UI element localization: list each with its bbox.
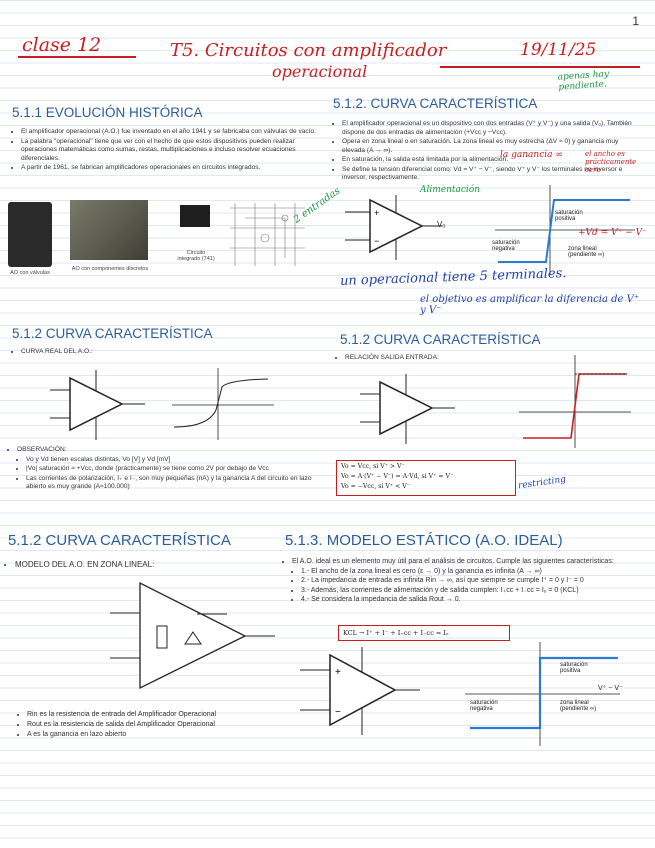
svg-text:−: −: [374, 236, 379, 246]
svg-text:+: +: [374, 208, 379, 218]
slide4-note: restricting: [517, 474, 567, 492]
slide2-sat-neg: saturación negativa: [492, 240, 520, 252]
slide2-bullets: El amplificador operacional es un dispos…: [333, 120, 638, 184]
annotation-apenas: apenas hay pendiente.: [557, 69, 610, 93]
slide6-kcl: KCL → I⁺ + I⁻ + I₊cc + I₋cc = Iₒ: [338, 625, 510, 641]
slide3-opamp-symbol: [50, 370, 145, 440]
slide2-bullet: Se define la tensión diferencial como: V…: [342, 166, 638, 183]
slide3-obs: |Vo| saturación ≈ +Vcc, donde (prácticam…: [26, 465, 313, 474]
slide2-title: 5.1.2. CURVA CARACTERÍSTICA: [333, 96, 538, 111]
svg-text:−: −: [335, 707, 341, 718]
slide4-subtitle: RELACIÓN SALIDA ENTRADA:: [336, 354, 439, 364]
slide6-item: 3.- Además, las corrientes de alimentaci…: [301, 587, 638, 596]
slide1-bullet: La palabra "operacional" tiene que ver c…: [21, 138, 317, 164]
header-underline-left: [18, 56, 136, 58]
slide6-item: 1.- El ancho de la zona lineal es cero (…: [301, 568, 638, 577]
slide6-item: 2.- La impedancia de entrada es infinita…: [301, 577, 638, 586]
svg-text:+: +: [335, 667, 341, 678]
slide5-bullets: Rin es la resistencia de entrada del Amp…: [18, 710, 288, 740]
page-number: 1: [632, 14, 639, 28]
slide2-transfer-curve: [495, 185, 635, 275]
slide4-sub: RELACIÓN SALIDA ENTRADA:: [345, 354, 439, 363]
annotation-alim: Alimentación: [420, 185, 481, 195]
slide5-bullet: A es la ganancia en lazo abierto: [27, 730, 288, 739]
slide3-observations: OBSERVACIÓN: Vo y Vd tienen escalas dist…: [8, 446, 313, 493]
slide2-sat-pos: saturación positiva: [555, 210, 583, 222]
slide5-bullet: Rout es la resistencia de salida del Amp…: [27, 720, 288, 729]
slide6-item: 4.- Se considera la impedancia de salida…: [301, 596, 638, 605]
caption-discrete: AO con componentes discretos: [71, 266, 149, 272]
caption-vacuum: AO con válvulas: [10, 270, 50, 276]
slide6-body: El A.O. ideal es un elemento muy útil pa…: [283, 558, 638, 606]
slide3-sub: CURVA REAL DEL A.O.:: [21, 348, 93, 357]
slide2-opamp-symbol: +−: [345, 195, 442, 260]
header-underline-right: [440, 66, 640, 68]
slide2-vd-note: +Vd = V⁺ − V⁻: [578, 228, 647, 238]
slide1-bullet: A partir de 1961, se fabrican amplificad…: [21, 164, 317, 173]
slide2-zona-lineal: zona lineal (pendiente ∞): [568, 246, 605, 258]
slide6-sat-pos: saturación positiva: [560, 662, 588, 674]
vacuum-tube-photo: [8, 202, 52, 267]
slide5-title: 5.1.2 CURVA CARACTERÍSTICA: [8, 532, 231, 549]
slide1-title: 5.1.1 EVOLUCIÓN HISTÓRICA: [12, 105, 203, 120]
slide5-sub: MODELO DEL A.O. EN ZONA LINEAL:: [15, 560, 154, 570]
slide1-bullets: El amplificador operacional (A.O.) fue i…: [12, 128, 317, 174]
schematic-diagram: [230, 203, 305, 266]
header-date: 19/11/25: [520, 40, 597, 60]
slide5-zona-lineal-model: [110, 581, 275, 690]
slide4-formula: Vo = −Vcc, si V⁺ < V⁻: [341, 483, 410, 490]
header-title-line1: T5. Circuitos con amplificador: [170, 40, 447, 61]
class-label: clase 12: [22, 34, 102, 56]
slide3-obs: Las corrientes de polarización, I₊ e I₋,…: [26, 475, 313, 492]
slide5-subtitle: MODELO DEL A.O. EN ZONA LINEAL:: [6, 560, 154, 571]
annotation-ancho: el ancho es prácticamente cero: [585, 150, 637, 174]
ic-741-photo: [180, 205, 210, 227]
slide4-formula-box: Vo = Vcc, si V⁺ > V⁻ Vo = A·(V⁺ − V⁻) = …: [336, 460, 516, 496]
slide1-bullet: El amplificador operacional (A.O.) fue i…: [21, 128, 317, 137]
caption-ic: Circuito integrado (741): [177, 250, 215, 262]
slide3-obs: Vo y Vd tienen escalas distintas, Vo [V]…: [26, 456, 313, 465]
annotation-ganancia: la ganancia ∞: [500, 150, 563, 160]
slide6-title: 5.1.3. MODELO ESTÁTICO (A.O. IDEAL): [285, 532, 563, 549]
slide4-formula: Vo = Vcc, si V⁺ > V⁻: [341, 463, 405, 470]
slide4-transfer-curve: [519, 355, 631, 448]
slide2-bullet: En saturación, la salida está limitada p…: [342, 156, 638, 165]
slide2-bullet: Opera en zona lineal o en saturación. La…: [342, 138, 638, 155]
slide6-sat-neg: saturación negativa: [470, 700, 498, 712]
header-title-line2: operacional: [272, 62, 368, 81]
slide6-axis-label: V⁺ − V⁻: [598, 685, 623, 692]
slide6-ideal-curve: [465, 642, 620, 746]
slide3-obs-title: OBSERVACIÓN:: [17, 446, 313, 455]
slide2-vo-label: Vₒ: [437, 220, 446, 229]
slide3-subtitle: CURVA REAL DEL A.O.:: [12, 348, 93, 358]
slide3-title: 5.1.2 CURVA CARACTERÍSTICA: [12, 326, 213, 341]
slide6-zona-lineal: zona lineal (pendiente ∞): [560, 700, 597, 712]
discrete-amp-photo: [70, 200, 148, 260]
slide3-real-curve: [172, 368, 274, 440]
slide4-opamp-symbol: [360, 374, 455, 444]
slide4-title: 5.1.2 CURVA CARACTERÍSTICA: [340, 332, 541, 347]
slide6-intro: El A.O. ideal es un elemento muy útil pa…: [292, 558, 638, 567]
slide6-opamp-symbol: +−: [300, 647, 420, 735]
annotation-objetivo: el objetivo es amplificar la diferencia …: [420, 294, 640, 316]
slide2-bullet: El amplificador operacional es un dispos…: [342, 120, 638, 137]
slide5-bullet: Rin es la resistencia de entrada del Amp…: [27, 710, 288, 719]
slide4-formula: Vo = A·(V⁺ − V⁻) = A·Vd, si V⁺ ≈ V⁻: [341, 473, 454, 480]
